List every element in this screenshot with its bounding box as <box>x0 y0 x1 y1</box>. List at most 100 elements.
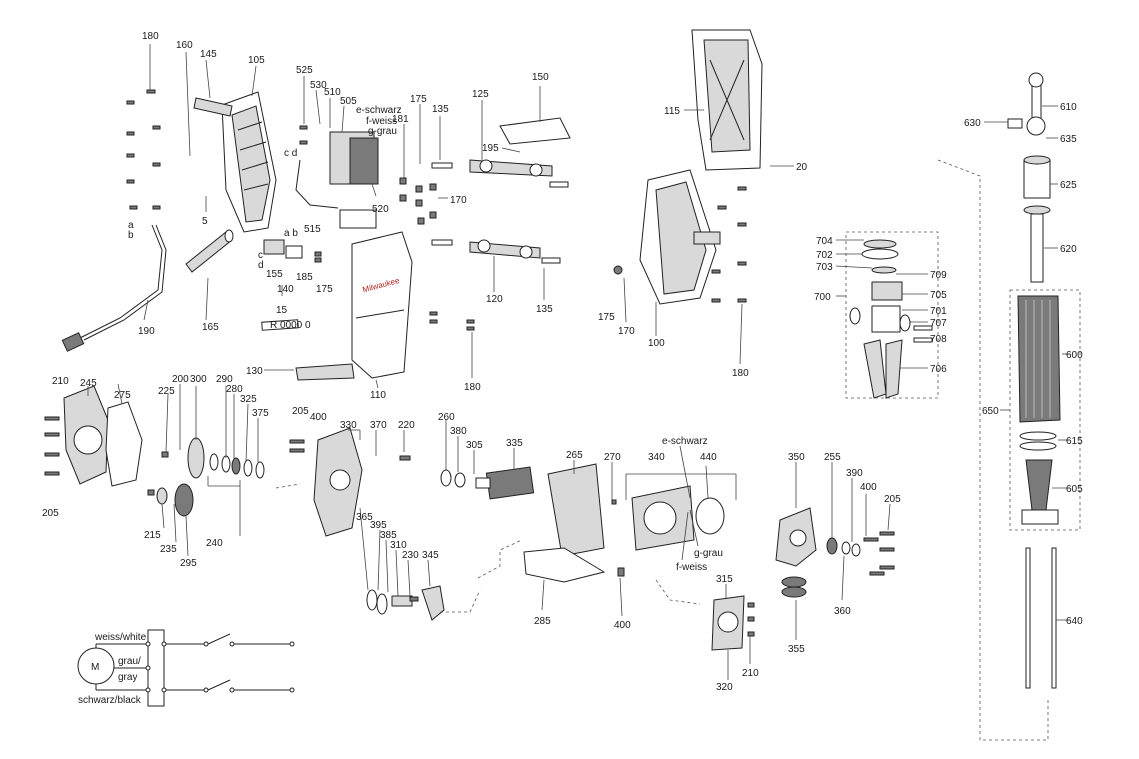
wire-gray-label-2: gray <box>118 672 137 683</box>
part-label: 245 <box>80 378 97 389</box>
part-label: 703 <box>816 262 833 273</box>
tie-rods-640 <box>1025 547 1057 689</box>
part-label: 295 <box>180 558 197 569</box>
part-label: 709 <box>930 270 947 281</box>
part-label: b <box>128 230 134 241</box>
part-label: 365 <box>356 512 373 523</box>
part-label: c d <box>284 148 297 159</box>
part-label: 510 <box>324 87 341 98</box>
part-label: 610 <box>1060 102 1077 113</box>
part-label: g-grau <box>694 548 723 559</box>
part-label: 515 <box>304 224 321 235</box>
part-label: e-schwarz <box>356 105 402 116</box>
part-label: 170 <box>450 195 467 206</box>
wire-black-label: schwarz/black <box>78 695 142 706</box>
part-label: 620 <box>1060 244 1077 255</box>
part-label: 705 <box>930 290 947 301</box>
part-label: 325 <box>240 394 257 405</box>
part-label: 285 <box>534 616 551 627</box>
part-label: 330 <box>340 420 357 431</box>
crankshaft-345 <box>366 585 445 621</box>
part-label: 355 <box>788 644 805 655</box>
handle-housing-105 <box>221 91 277 233</box>
pin-630 <box>1007 118 1023 129</box>
motor-housing-110: Milwaukee <box>351 231 413 379</box>
grip-145 <box>193 97 233 117</box>
part-label: 650 <box>982 406 999 417</box>
part-label: 525 <box>296 65 313 76</box>
rings-615 <box>1019 431 1057 451</box>
part-label: 175 <box>316 284 333 295</box>
part-label: c <box>258 250 263 261</box>
part-label: 181 <box>392 114 409 125</box>
part-label: 635 <box>1060 134 1077 145</box>
screws-upper <box>126 89 569 331</box>
part-label: 170 <box>618 326 635 337</box>
part-label: 708 <box>930 334 947 345</box>
part-label: 290 <box>216 374 233 385</box>
connecting-rod-610 <box>1026 72 1046 136</box>
part-label: 225 <box>158 386 175 397</box>
side-cover-115 <box>691 29 763 171</box>
part-label: 175 <box>410 94 427 105</box>
assembly-700 <box>849 239 933 399</box>
part-label: 190 <box>138 326 155 337</box>
part-label: 315 <box>716 574 733 585</box>
part-label: 520 <box>372 204 389 215</box>
ring-440 <box>695 497 725 535</box>
part-label: 115 <box>664 106 680 117</box>
piston-625 <box>1023 155 1051 215</box>
part-label: 280 <box>226 384 243 395</box>
part-label: 230 <box>402 550 419 561</box>
screws-right <box>613 186 747 303</box>
part-label: 130 <box>246 366 263 377</box>
part-label: f-weiss <box>676 562 707 573</box>
wiring-schematic: M weiss/white grau/ gray schwarz/black <box>77 629 295 707</box>
svg-text:R 0000 0: R 0000 0 <box>270 320 311 331</box>
part-label: 210 <box>742 668 759 679</box>
part-label: 395 <box>370 520 387 531</box>
gear-300 <box>187 437 205 479</box>
bracket-125 <box>469 159 553 177</box>
part-label: g-grau <box>368 126 397 137</box>
part-label: 400 <box>310 412 327 423</box>
fan-350 <box>775 507 817 567</box>
part-label: 240 <box>206 538 223 549</box>
part-label: 300 <box>190 374 207 385</box>
leader-lines <box>87 44 1070 680</box>
small-gear-235 <box>156 487 168 505</box>
part-label: 180 <box>464 382 481 393</box>
part-label: 600 <box>1066 350 1083 361</box>
part-label: 335 <box>506 438 523 449</box>
part-label: 150 <box>532 72 549 83</box>
part-label: 370 <box>370 420 387 431</box>
part-label: 345 <box>422 550 439 561</box>
part-label: 105 <box>248 55 265 66</box>
plate-150 <box>499 117 571 145</box>
gasket-275 <box>105 401 143 487</box>
part-label: 220 <box>398 420 415 431</box>
part-label: 185 <box>296 272 313 283</box>
part-label: 260 <box>438 412 455 423</box>
part-label: 380 <box>450 426 467 437</box>
gear-295 <box>174 483 194 517</box>
part-label: 700 <box>814 292 831 303</box>
rod-620 <box>1030 213 1044 283</box>
part-label: e-schwarz <box>662 436 708 447</box>
bracket-120 <box>469 239 541 259</box>
part-label: 360 <box>834 606 851 617</box>
part-label: 200 <box>172 374 189 385</box>
part-label: 195 <box>482 143 499 154</box>
cable-190 <box>61 224 167 352</box>
motor-label: M <box>91 662 99 673</box>
part-label: 320 <box>716 682 733 693</box>
part-label: 235 <box>160 544 177 555</box>
part-label: 255 <box>824 452 841 463</box>
part-label: 530 <box>310 80 327 91</box>
part-label: 205 <box>42 508 59 519</box>
part-label: a <box>128 220 134 231</box>
part-label: 275 <box>114 390 131 401</box>
wire-white-label: weiss/white <box>94 632 147 643</box>
part-label: 265 <box>566 450 583 461</box>
part-label: 701 <box>930 306 947 317</box>
